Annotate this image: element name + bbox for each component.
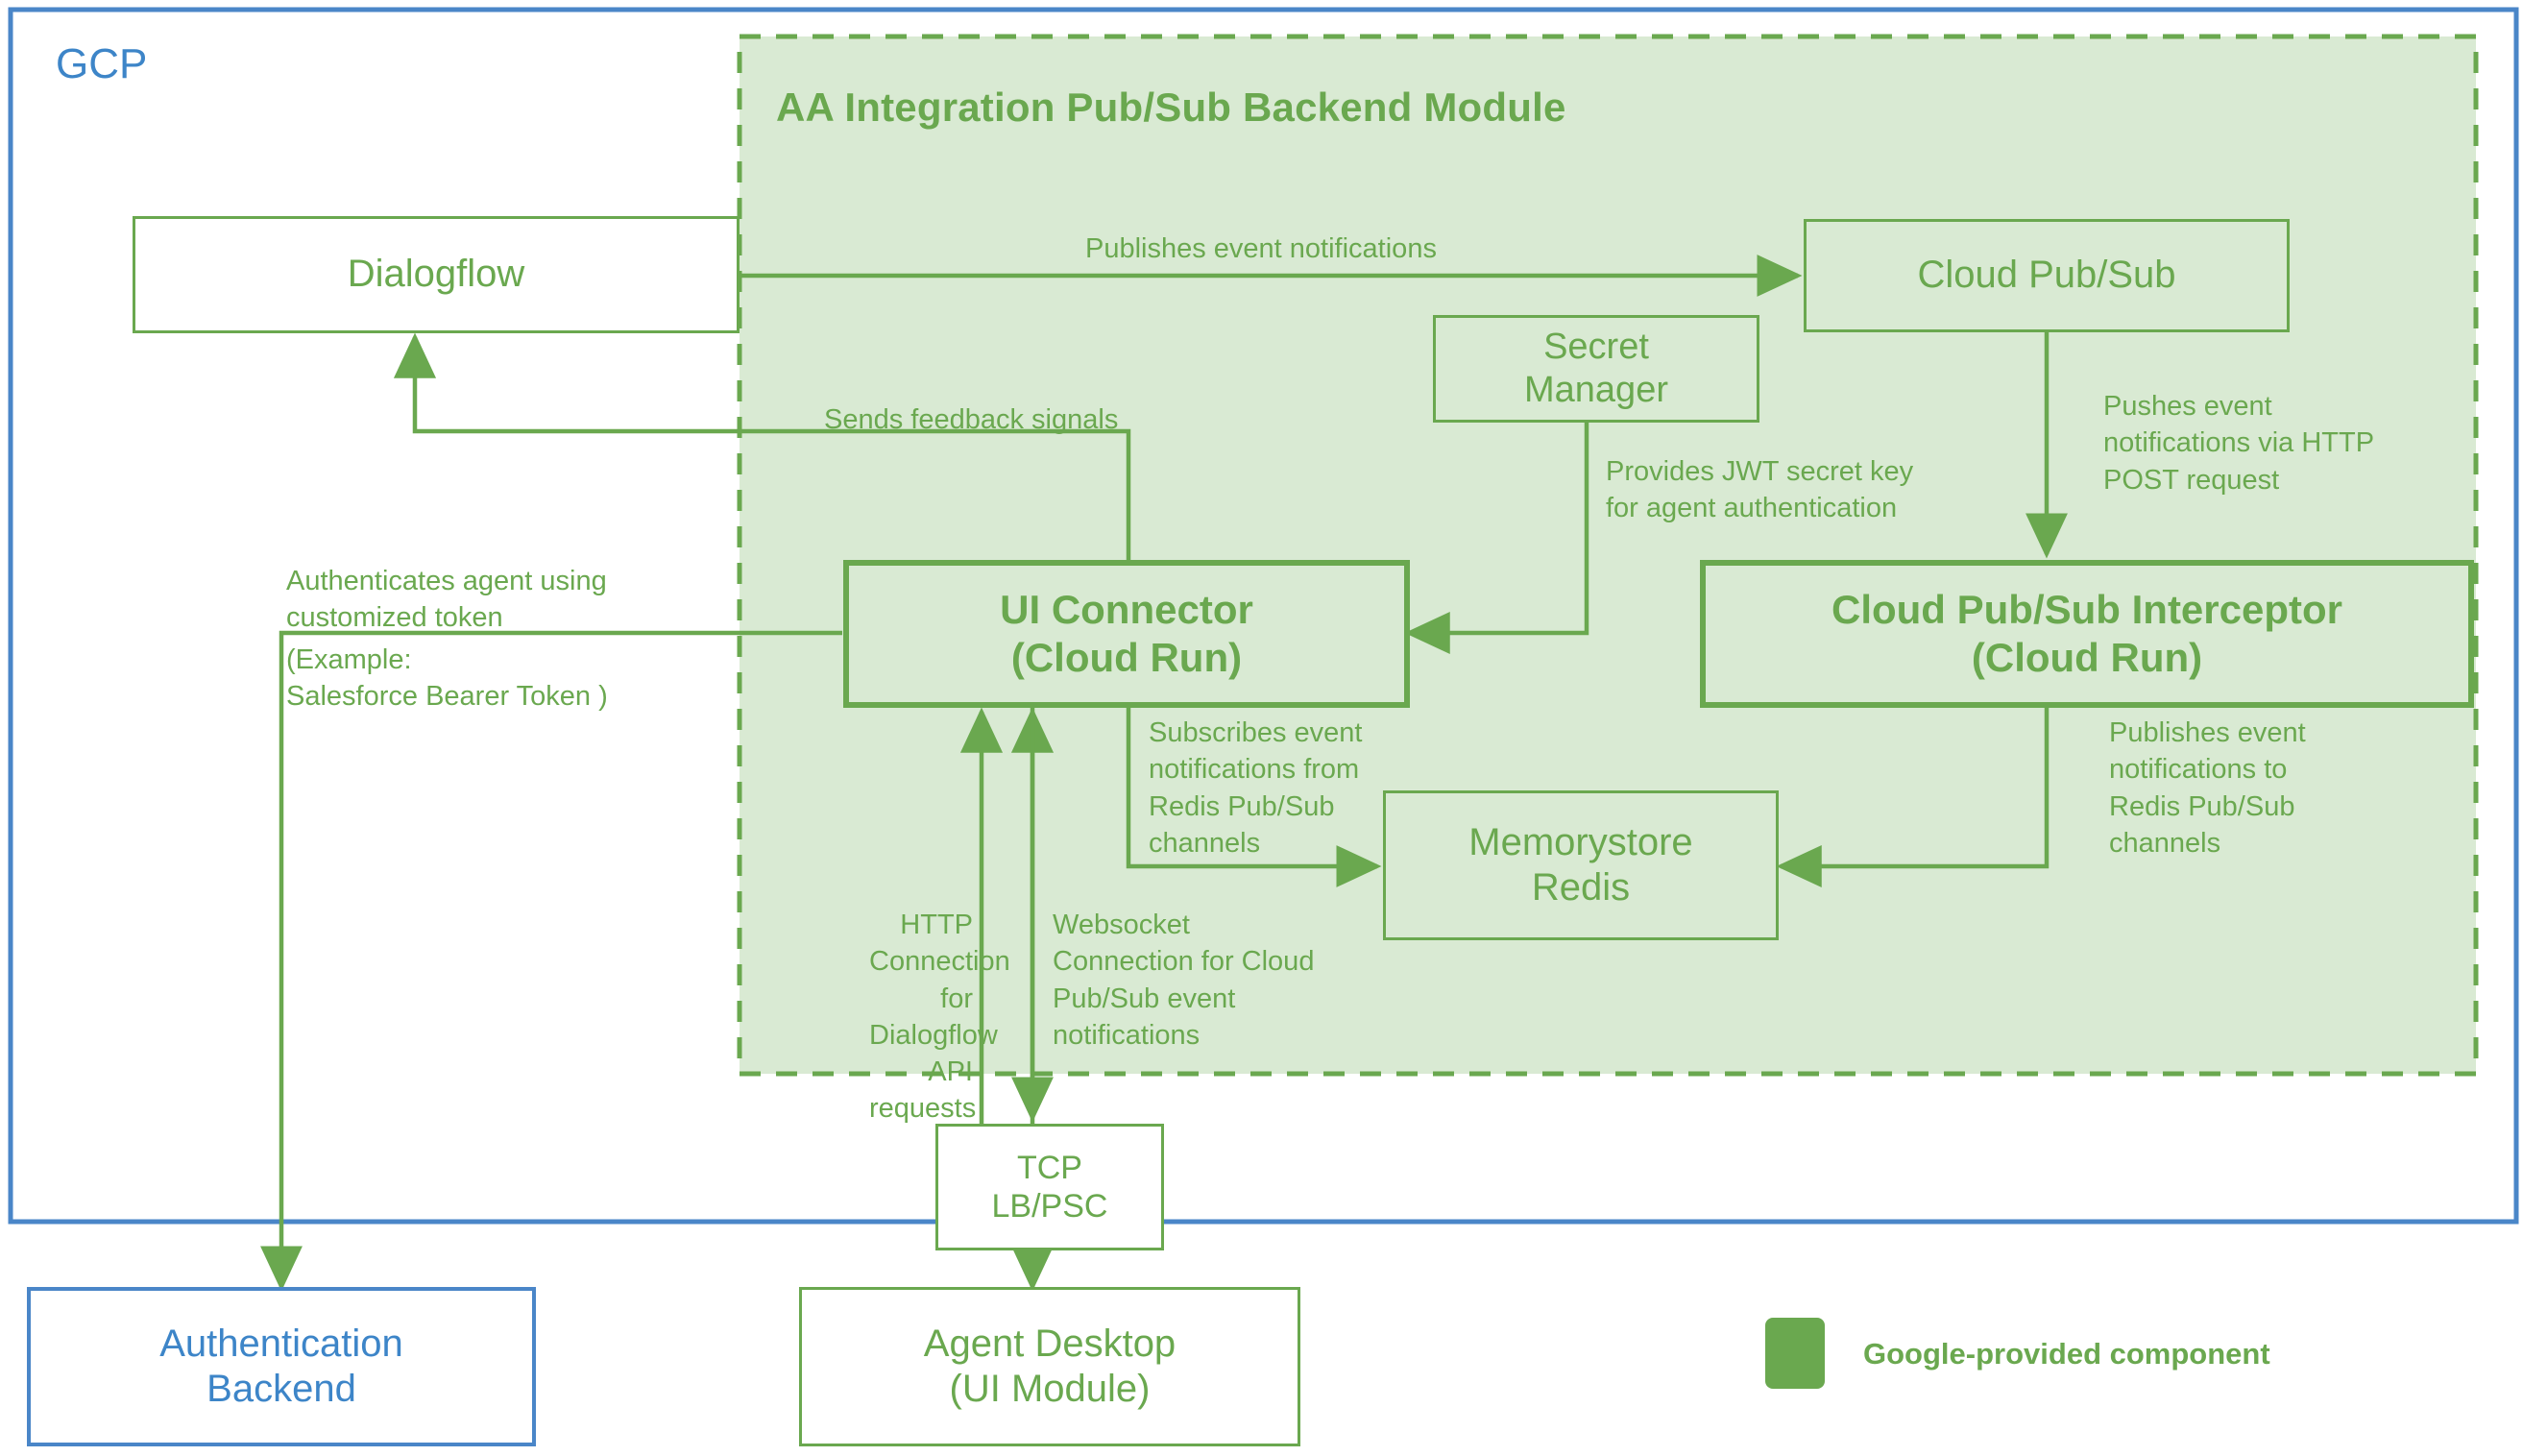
- node-memorystore-redis[interactable]: Memorystore Redis: [1383, 790, 1779, 940]
- edge-label-websocket-connection-pubsub: Websocket Connection for Cloud Pub/Sub e…: [1053, 910, 1315, 1051]
- edge-ui-connector-to-redis: [1126, 706, 1382, 888]
- edge-label-provides-jwt-secret-key: Provides JWT secret key for agent authen…: [1606, 456, 1914, 524]
- edge-ui-connector-to-auth-backend: [259, 630, 842, 1292]
- node-secret-manager[interactable]: Secret Manager: [1433, 315, 1759, 423]
- node-agent-desktop[interactable]: Agent Desktop (UI Module): [799, 1287, 1300, 1446]
- legend-swatch-google-provided: [1765, 1318, 1825, 1389]
- edge-label-pushes-event-http-post: Pushes event notifications via HTTP POST…: [2103, 391, 2375, 496]
- edge-interceptor-to-redis: [1776, 706, 2050, 888]
- node-tcp-lb-psc[interactable]: TCP LB/PSC: [935, 1124, 1164, 1250]
- edge-label-http-connection-dialogflow: HTTP Connection for Dialogflow API reque…: [869, 910, 1010, 1125]
- gcp-container: [8, 7, 2519, 1225]
- edge-label-salesforce-bearer-token-example: (Example: Salesforce Bearer Token ): [286, 644, 608, 713]
- node-authentication-backend[interactable]: Authentication Backend: [27, 1287, 536, 1446]
- node-dialogflow[interactable]: Dialogflow: [133, 216, 740, 333]
- edge-label-publishes-event-redis: Publishes event notifications to Redis P…: [2109, 717, 2306, 859]
- edge-label-subscribes-event-redis: Subscribes event notifications from Redi…: [1149, 717, 1363, 859]
- legend-label-google-provided: Google-provided component: [1863, 1337, 2270, 1371]
- edge-secret-manager-to-ui-connector: [1404, 423, 1589, 655]
- module-title: AA Integration Pub/Sub Backend Module: [776, 85, 1566, 130]
- edge-label-authenticates-agent-token: Authenticates agent using customized tok…: [286, 566, 607, 634]
- edge-label-sends-feedback-signals: Sends feedback signals: [824, 404, 1119, 435]
- node-ui-connector[interactable]: UI Connector (Cloud Run): [843, 560, 1410, 708]
- edge-ui-connector-to-dialogflow: [393, 332, 1131, 560]
- gcp-container-label: GCP: [56, 40, 148, 87]
- module-container: [737, 34, 2479, 1077]
- node-cloud-pubsub-interceptor[interactable]: Cloud Pub/Sub Interceptor (Cloud Run): [1700, 560, 2474, 708]
- edge-label-publishes-event-notifications: Publishes event notifications: [1085, 233, 1437, 264]
- node-cloud-pubsub[interactable]: Cloud Pub/Sub: [1804, 219, 2290, 332]
